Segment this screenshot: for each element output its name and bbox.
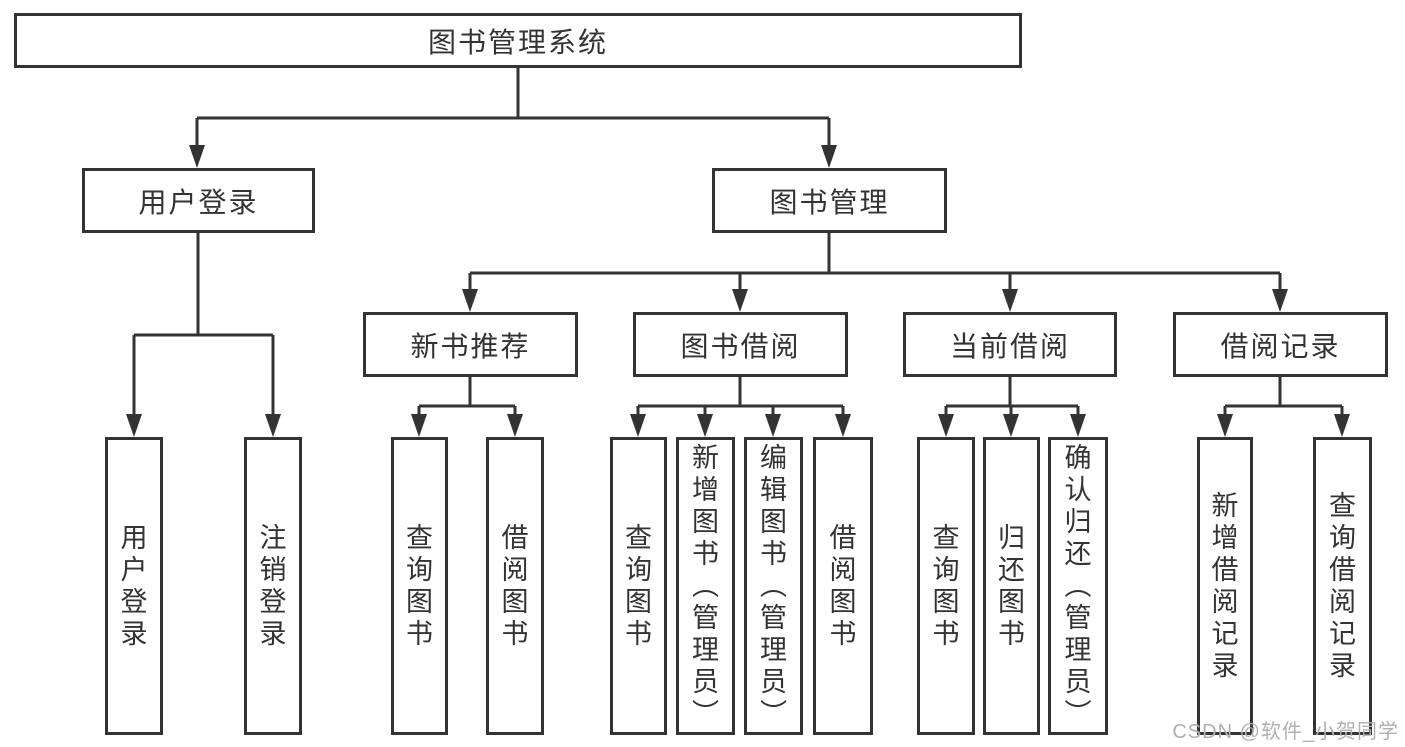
leaf-bb-edit-books-admin: 编 辑 图 书 ︵ 管 理 员 ︶: [744, 437, 803, 735]
leaf-logout: 注 销 登 录: [244, 437, 302, 735]
leaf-br-add-record: 新 增 借 阅 记 录: [1197, 437, 1253, 735]
leaf-cb-query-books: 查 询 图 书: [917, 437, 975, 735]
leaf-user-login: 用 户 登 录: [105, 437, 163, 735]
leaf-nbr-borrow-books: 借 阅 图 书: [486, 437, 544, 735]
node-user-login: 用户登录: [82, 168, 315, 233]
node-book-management: 图书管理: [712, 168, 947, 233]
leaf-bb-borrow-books: 借 阅 图 书: [813, 437, 873, 735]
node-root-library-system: 图书管理系统: [14, 13, 1022, 68]
leaf-cb-confirm-return-admin: 确 认 归 还 ︵ 管 理 员 ︶: [1048, 437, 1108, 735]
leaf-nbr-query-books: 查 询 图 书: [391, 437, 448, 735]
leaf-br-query-record: 查 询 借 阅 记 录: [1313, 437, 1372, 735]
node-current-borrowing: 当前借阅: [903, 312, 1117, 377]
csdn-watermark: CSDN @软件_小贺同学: [1172, 721, 1399, 743]
arrowheads: [126, 145, 1350, 437]
leaf-cb-return-books: 归 还 图 书: [983, 437, 1040, 735]
node-new-book-recommend: 新书推荐: [363, 312, 578, 377]
node-book-borrowing: 图书借阅: [633, 312, 848, 377]
node-borrow-records: 借阅记录: [1173, 312, 1388, 377]
leaf-bb-query-books: 查 询 图 书: [610, 437, 667, 735]
leaf-bb-add-books-admin: 新 增 图 书 ︵ 管 理 员 ︶: [676, 437, 735, 735]
